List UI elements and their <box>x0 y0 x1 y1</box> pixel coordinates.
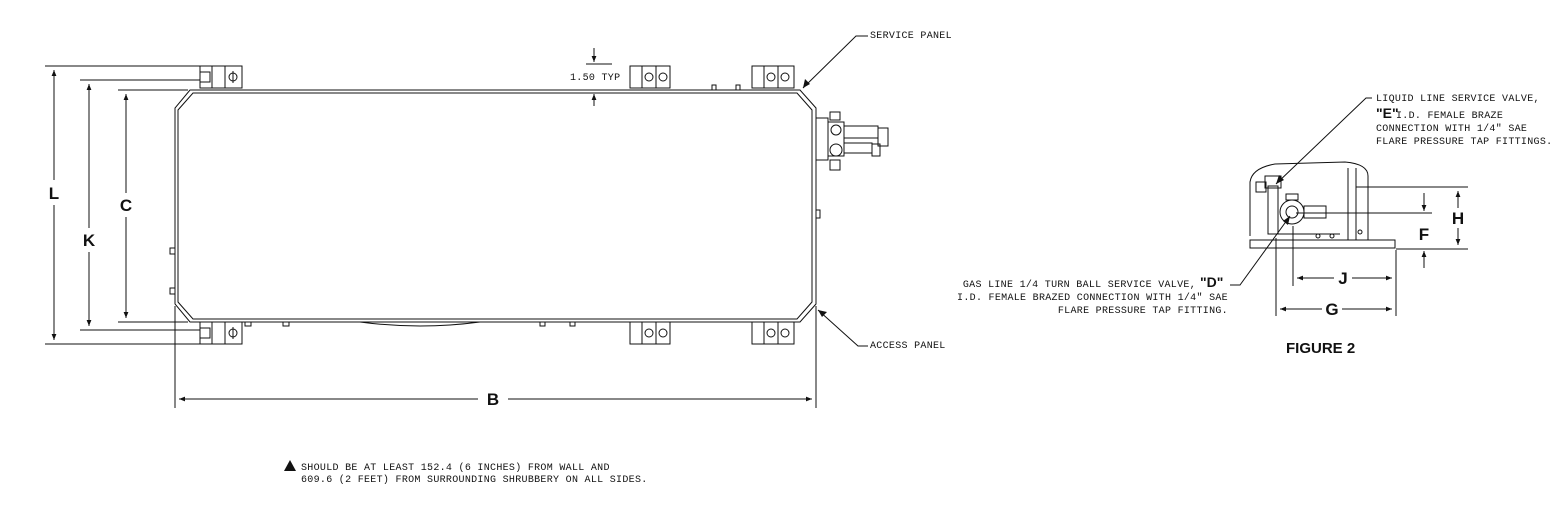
dimension-G: G <box>1275 238 1392 319</box>
dimension-C: C <box>118 89 188 323</box>
mounting-foot-bottom-right <box>751 321 795 345</box>
dimension-F: F <box>1296 193 1432 268</box>
dimension-H: H <box>1356 186 1468 250</box>
typ-offset-text: 1.50 TYP <box>570 73 620 84</box>
access-panel-text: ACCESS PANEL <box>870 341 946 352</box>
mounting-foot-bottom-mid <box>629 321 671 345</box>
dimension-F-label: F <box>1419 225 1429 244</box>
service-panel-callout: SERVICE PANEL <box>802 31 952 89</box>
dimension-J-label: J <box>1338 269 1347 288</box>
dimension-J: J <box>1292 226 1397 316</box>
unit-top-view <box>169 65 889 345</box>
gas-line-text-1: GAS LINE 1/4 TURN BALL SERVICE VALVE, <box>963 279 1196 291</box>
clearance-note: SHOULD BE AT LEAST 152.4 (6 INCHES) FROM… <box>284 460 648 486</box>
note-line-1: SHOULD BE AT LEAST 152.4 (6 INCHES) FROM… <box>301 462 610 474</box>
gas-line-callout: GAS LINE 1/4 TURN BALL SERVICE VALVE, "D… <box>957 215 1291 317</box>
cabinet-outline <box>174 89 817 323</box>
dimension-C-label: C <box>120 196 132 215</box>
mounting-foot-top-right <box>751 65 795 89</box>
mounting-foot-top-mid <box>629 65 671 89</box>
warning-triangle-icon <box>284 460 296 471</box>
liquid-line-text-4: FLARE PRESSURE TAP FITTINGS. <box>1376 137 1552 148</box>
access-panel-callout: ACCESS PANEL <box>817 309 946 352</box>
figure2-title: FIGURE 2 <box>1286 340 1355 357</box>
dimension-B-label: B <box>487 390 499 409</box>
dimension-L-label: L <box>49 184 59 203</box>
gas-line-letter: "D" <box>1200 274 1223 290</box>
dimension-B: B <box>174 306 817 409</box>
figure2-side-view <box>1249 161 1396 249</box>
liquid-line-text-1: LIQUID LINE SERVICE VALVE, <box>1376 94 1540 105</box>
dimension-L: L <box>45 65 200 345</box>
dimension-K-label: K <box>83 231 96 250</box>
mounting-foot-top-left <box>199 65 243 89</box>
service-valve-assembly <box>815 111 889 171</box>
gas-line-text-2: I.D. FEMALE BRAZED CONNECTION WITH 1/4" … <box>957 292 1228 304</box>
liquid-line-text-2: I.D. FEMALE BRAZE <box>1396 111 1503 122</box>
gas-line-text-3: FLARE PRESSURE TAP FITTING. <box>1058 306 1228 317</box>
note-line-2: 609.6 (2 FEET) FROM SURROUNDING SHRUBBER… <box>301 474 648 486</box>
dimension-H-label: H <box>1452 209 1464 228</box>
liquid-line-callout: LIQUID LINE SERVICE VALVE, "E" I.D. FEMA… <box>1275 94 1552 185</box>
liquid-line-text-3: CONNECTION WITH 1/4" SAE <box>1376 123 1527 135</box>
dimension-K: K <box>80 79 200 331</box>
dimension-G-label: G <box>1325 300 1338 319</box>
liquid-line-letter: "E" <box>1376 105 1399 121</box>
typ-offset-callout: 1.50 TYP <box>570 48 620 106</box>
mounting-foot-bottom-left <box>199 321 243 345</box>
service-panel-text: SERVICE PANEL <box>870 31 952 42</box>
